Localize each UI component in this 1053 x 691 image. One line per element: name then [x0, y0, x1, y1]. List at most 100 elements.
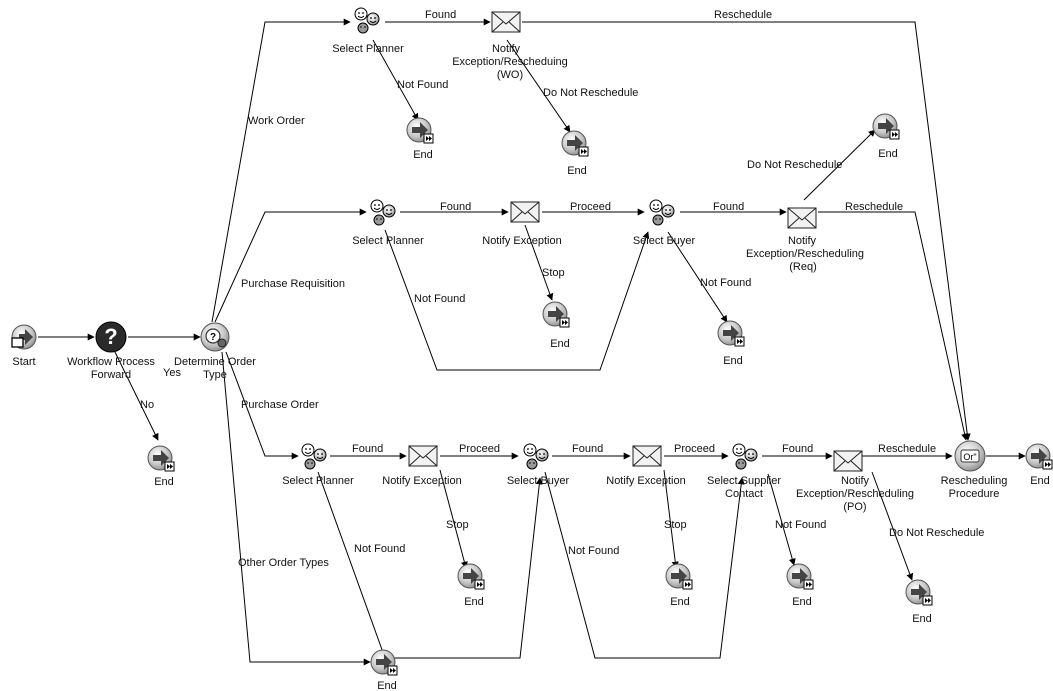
edge-wo-not-found [372, 39, 419, 121]
end-icon [665, 563, 693, 590]
node-po-notify-resched[interactable]: Notify Exception/Rescheduling (PO) [796, 450, 914, 513]
node-label: End [792, 596, 812, 608]
node-determine-order-type[interactable]: Determine Order Type [174, 322, 256, 381]
edge-label-no: No [140, 399, 154, 411]
edge-label-req-proceed: Proceed [570, 201, 611, 213]
node-label: End [723, 355, 743, 367]
node-label: End [550, 338, 570, 350]
envelope-icon [510, 201, 540, 223]
edge-req-not-found2 [667, 231, 728, 323]
node-label: End [670, 596, 690, 608]
node-wo-select-planner[interactable]: Select Planner [332, 7, 404, 55]
edge-label-wo-found: Found [425, 9, 456, 21]
people-icon [370, 199, 396, 226]
node-po-end-stop1[interactable]: End [457, 563, 485, 608]
end-icon [1025, 443, 1053, 470]
start-icon [11, 324, 37, 350]
edge-purchase-order [225, 351, 299, 460]
node-req-end-stop[interactable]: End [542, 301, 570, 350]
node-end-no[interactable]: End [147, 445, 175, 488]
edge-work-order [211, 18, 351, 323]
node-label: End [377, 680, 397, 691]
node-po-select-buyer[interactable]: Select Buyer [507, 443, 570, 487]
node-rescheduling-procedure[interactable]: Rescheduling Procedure [941, 440, 1008, 500]
edge-req-stop [524, 224, 554, 301]
edge-label-wo-do-not: Do Not Reschedule [543, 87, 638, 99]
edge-label-po-not-found3: Not Found [775, 519, 826, 531]
edge-label-wo-reschedule: Reschedule [714, 9, 772, 21]
edge-po-not-found2 [544, 471, 745, 659]
edge-label-po-found3: Found [782, 443, 813, 455]
edge-label-purchase-order: Purchase Order [241, 399, 319, 411]
node-label: End [912, 613, 932, 625]
edge-label-req-stop: Stop [542, 267, 565, 279]
node-label-line3: (Req) [789, 261, 817, 273]
edge-labels: Yes No Work Order Purchase Requisition P… [140, 9, 984, 569]
node-po-end-donot[interactable]: End [905, 579, 933, 625]
node-po-end-notfound[interactable]: End [786, 563, 814, 608]
node-req-select-planner[interactable]: Select Planner [352, 199, 424, 247]
end-icon [406, 117, 434, 144]
edge-label-po-stop2: Stop [664, 519, 687, 531]
node-end-other[interactable]: End [370, 649, 398, 691]
edge-req-reschedule [818, 211, 969, 441]
node-wo-notify[interactable]: Notify Exception/Rescheduing (WO) [452, 11, 568, 81]
node-po-select-planner[interactable]: Select Planner [282, 443, 354, 487]
envelope-icon [787, 207, 817, 229]
node-req-notify-resched[interactable]: Notify Exception/Rescheduling (Req) [746, 207, 864, 273]
node-start[interactable]: Start [11, 324, 37, 368]
node-label: End [413, 149, 433, 161]
edge-po-not-found3 [767, 473, 796, 566]
edge-wo-reschedule [522, 21, 971, 441]
envelope-icon [833, 450, 863, 472]
edge-label-yes: Yes [163, 367, 181, 379]
node-label-line1: Rescheduling [941, 475, 1008, 487]
node-po-notify-exception2[interactable]: Notify Exception [606, 445, 686, 487]
node-label-line1: Determine Order [174, 356, 256, 368]
node-label-line1: Notify [492, 43, 521, 55]
edge-purchase-req [214, 208, 367, 323]
node-req-notify-exception[interactable]: Notify Exception [482, 201, 562, 247]
node-label-line1: Notify [788, 235, 817, 247]
node-label: Notify Exception [606, 475, 685, 487]
node-wo-end-notfound[interactable]: End [406, 117, 434, 161]
node-end-final[interactable]: End [1025, 443, 1053, 487]
node-req-end-donot[interactable]: End [872, 113, 900, 160]
question-icon [95, 321, 127, 353]
node-workflow-forward[interactable]: Workflow Process Forward [67, 321, 155, 381]
edge-label-po-proceed2: Proceed [674, 443, 715, 455]
node-po-select-supplier[interactable]: Select Supplier Contact [707, 443, 781, 500]
edge-no [114, 351, 159, 441]
node-req-end-notfound[interactable]: End [717, 320, 745, 367]
edge-label-po-not-found2: Not Found [568, 545, 619, 557]
node-label-line2: Exception/Rescheduing [452, 56, 568, 68]
node-label: End [154, 476, 174, 488]
node-label: Select Planner [332, 43, 404, 55]
node-req-select-buyer[interactable]: Select Buyer [633, 199, 696, 247]
node-label-line1: Select Supplier [707, 475, 781, 487]
edge-label-po-not-found1: Not Found [354, 543, 405, 555]
node-label: Select Buyer [507, 475, 570, 487]
node-label-line1: Workflow Process [67, 356, 155, 368]
end-icon [561, 130, 589, 157]
envelope-icon [408, 445, 438, 467]
envelope-icon [491, 11, 521, 33]
edge-req-not-found1 [384, 229, 650, 371]
node-po-notify-exception1[interactable]: Notify Exception [382, 445, 462, 487]
node-wo-end-donot[interactable]: End [561, 130, 589, 177]
node-label-line2: Exception/Rescheduling [746, 248, 864, 260]
node-label: Select Planner [352, 235, 424, 247]
node-label: Notify Exception [482, 235, 561, 247]
node-label: Select Planner [282, 475, 354, 487]
node-label: Start [12, 356, 35, 368]
edge-label-po-stop1: Stop [446, 519, 469, 531]
edge-label-req-reschedule: Reschedule [845, 201, 903, 213]
edge-label-po-found1: Found [352, 443, 383, 455]
edge-wo-do-not [506, 39, 571, 133]
node-label: Select Buyer [633, 235, 696, 247]
end-icon [147, 445, 175, 472]
people-icon [649, 199, 675, 226]
node-po-end-stop2[interactable]: End [665, 563, 693, 608]
edge-po-stop1 [439, 469, 468, 569]
node-label-line2: Procedure [949, 488, 1000, 500]
